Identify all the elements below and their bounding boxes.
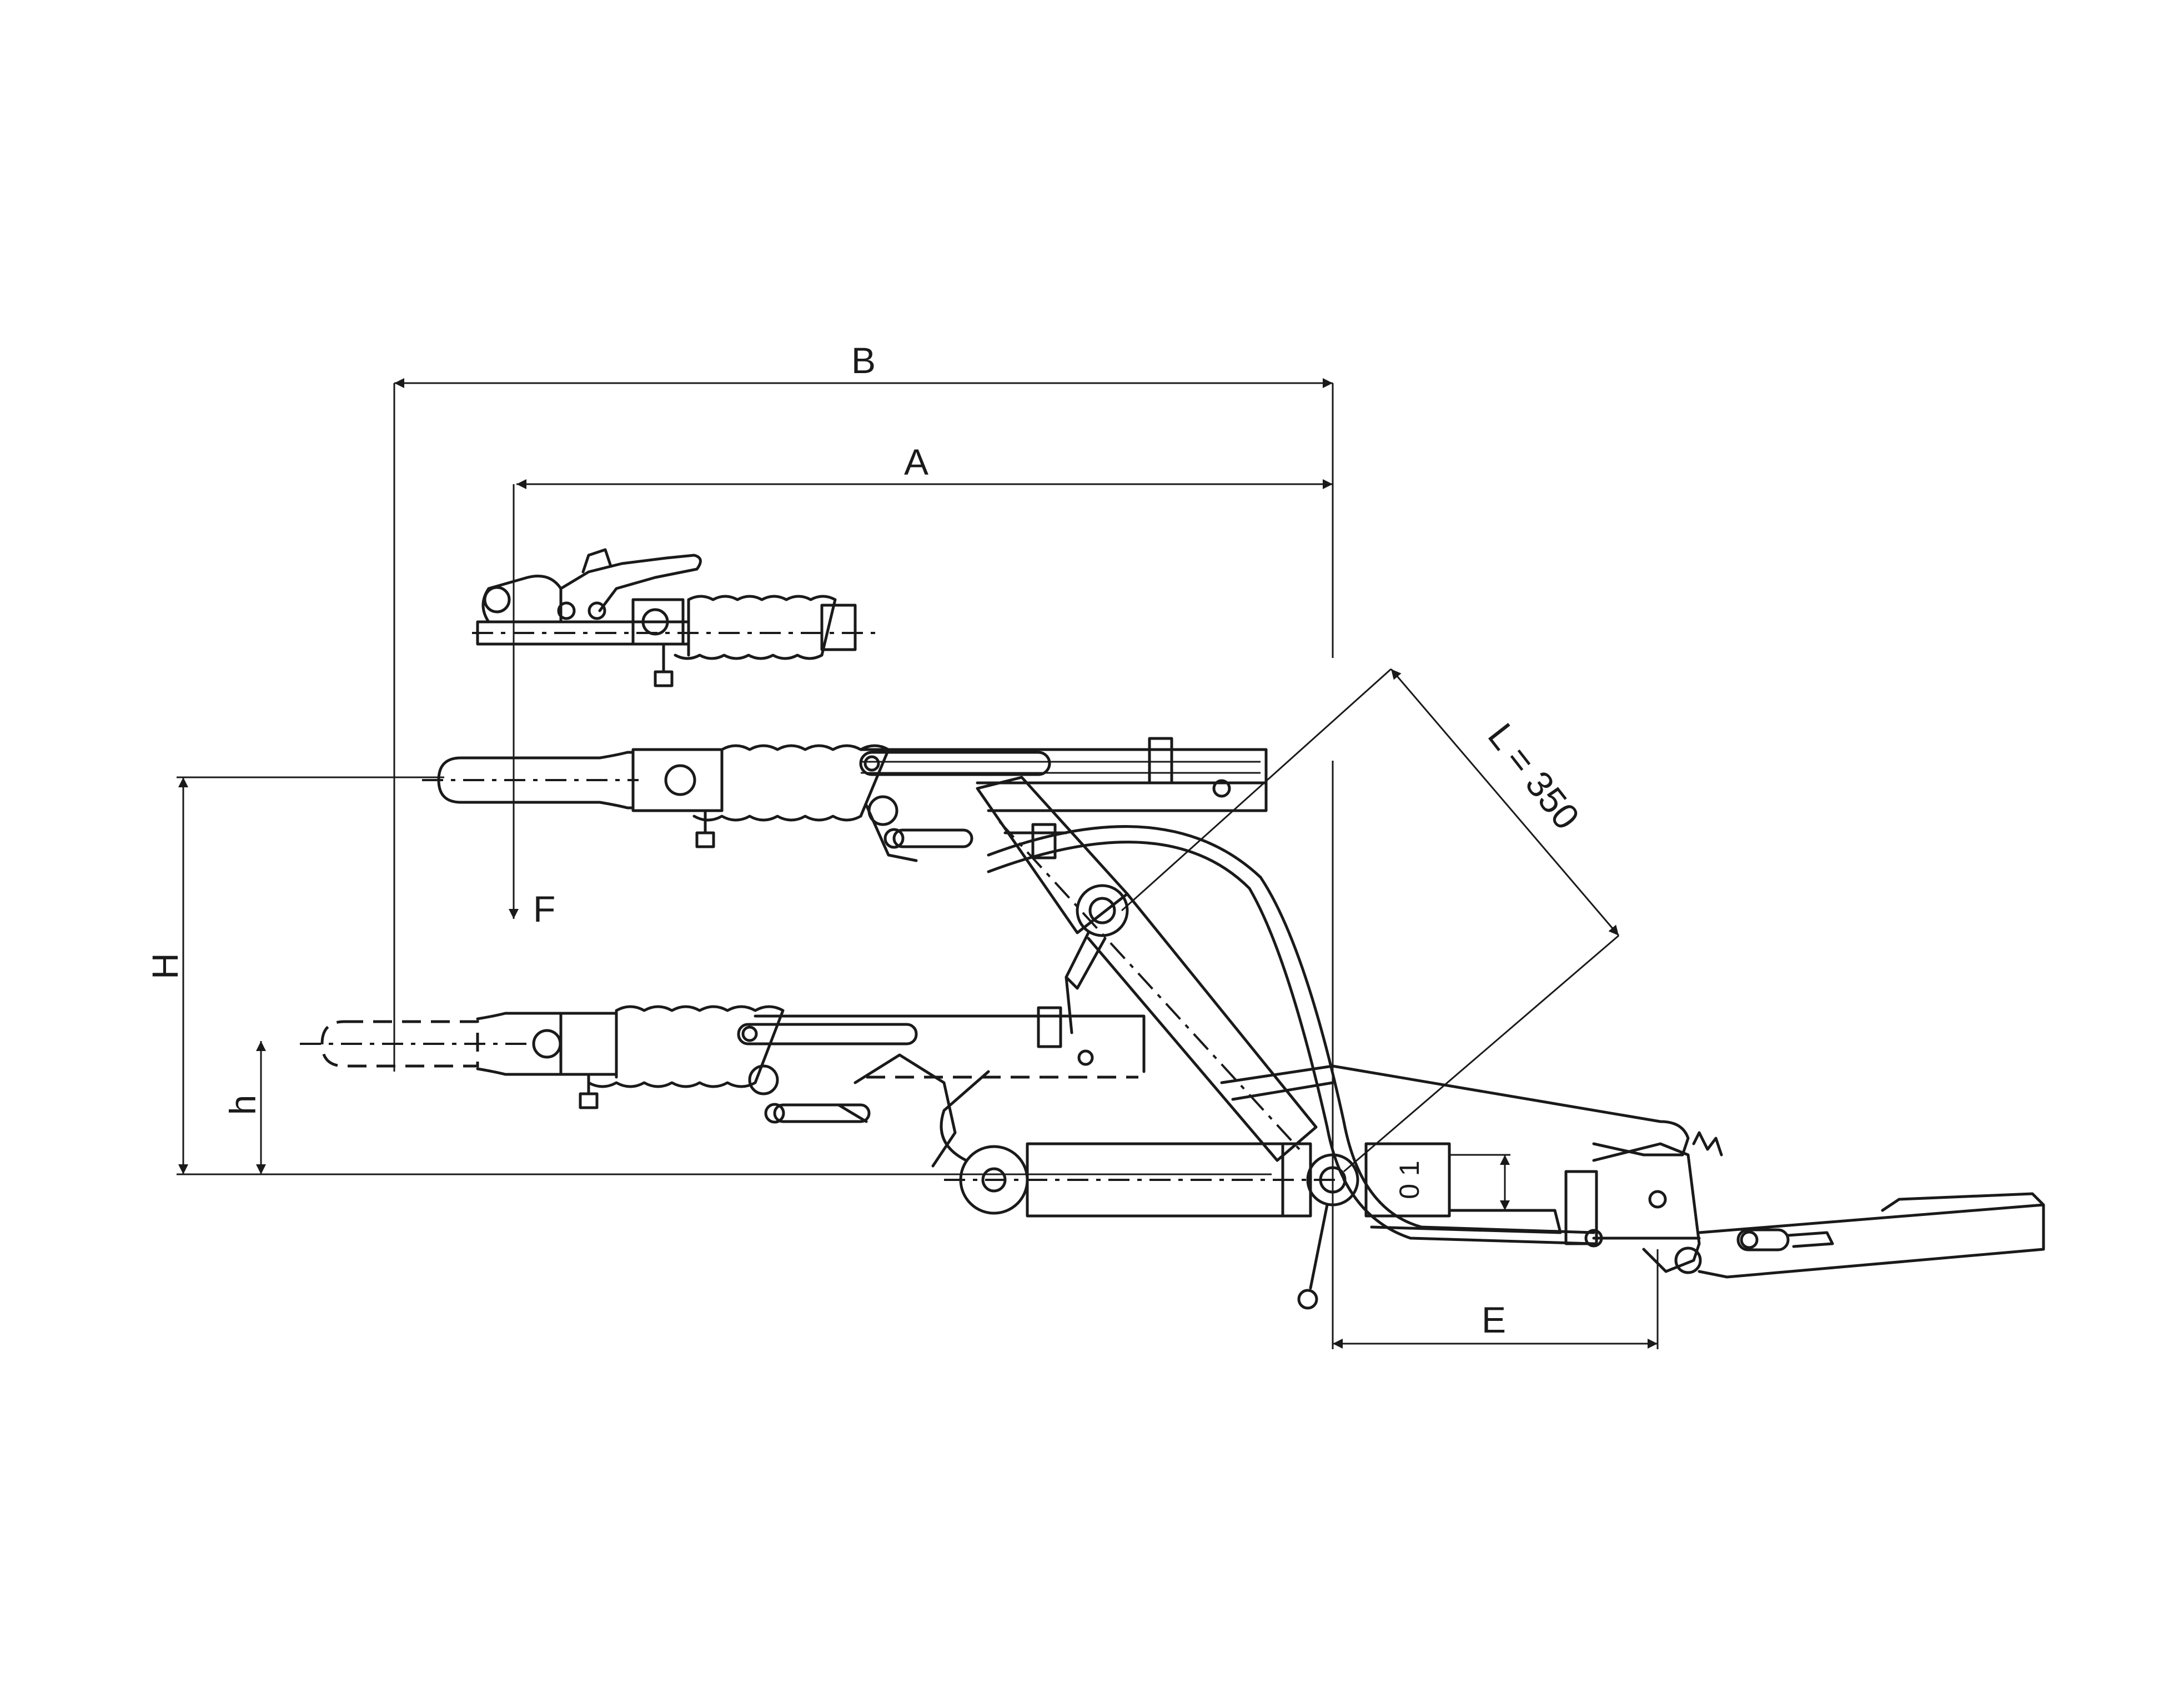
dim-label-E: E — [1482, 1299, 1506, 1340]
hand-brake-lever — [1584, 1192, 2045, 1279]
drawbar-upper — [422, 737, 1268, 862]
dimension-L: L = 350 — [1121, 668, 1620, 1173]
hub-marking: 0 1 — [1394, 1160, 1425, 1199]
hub-height-dimension — [1449, 1154, 1510, 1212]
dimension-h: h — [222, 1041, 266, 1174]
support-tube-lower — [940, 1070, 1359, 1310]
coupling-head — [472, 548, 877, 687]
force-label-F: F — [533, 888, 555, 929]
dim-label-h: h — [222, 1095, 263, 1115]
dim-label-A: A — [904, 441, 928, 482]
dim-label-H: H — [144, 953, 185, 979]
dim-label-L: L = 350 — [1480, 716, 1588, 837]
dimension-E: E — [1333, 1249, 1659, 1349]
dimension-H: H — [144, 776, 444, 1174]
mounting-bracket: 0 1 — [1220, 1064, 1723, 1274]
dimension-A: A — [516, 441, 1333, 489]
dimension-B: B — [393, 340, 1333, 1072]
dim-label-B: B — [851, 340, 876, 381]
load-arrow-F: F — [509, 484, 555, 929]
support-tube-upper — [976, 776, 1318, 1162]
brake-cable — [987, 825, 1595, 1245]
drawbar-lower — [300, 1005, 1146, 1168]
